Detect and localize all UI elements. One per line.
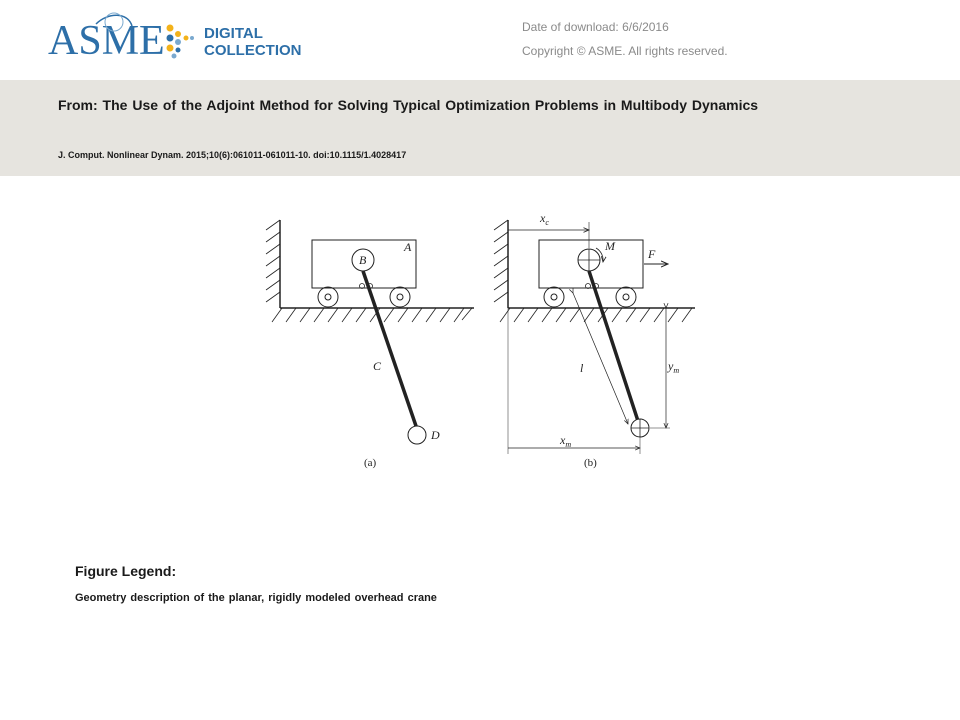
- figure-legend-title: Figure Legend:: [75, 563, 177, 579]
- logo-dots-icon: [166, 24, 194, 59]
- panel-a-labels: A B C D: [359, 240, 440, 442]
- caption-a: (a): [364, 457, 377, 469]
- label-xm: xm: [559, 433, 571, 449]
- crane-figure: A B C D (a): [265, 211, 695, 469]
- label-ym: ym: [667, 359, 679, 375]
- label-d: D: [430, 428, 440, 442]
- asme-digital-collection-logo: ASME DIGITAL COLLECTION: [48, 12, 302, 64]
- article-info-band: [0, 80, 960, 176]
- copyright-notice: Copyright © ASME. All rights reserved.: [522, 44, 728, 58]
- figure-legend-text: Geometry description of the planar, rigi…: [75, 592, 437, 604]
- logo-collection-text: COLLECTION: [204, 42, 302, 59]
- label-a: A: [403, 240, 412, 254]
- label-f: F: [647, 247, 656, 261]
- label-l: l: [580, 361, 584, 375]
- article-title: From: The Use of the Adjoint Method for …: [58, 97, 759, 113]
- article-citation: J. Comput. Nonlinear Dynam. 2015;10(6):0…: [58, 150, 407, 160]
- label-xc: xc: [539, 211, 549, 227]
- logo-digital-text: DIGITAL: [204, 25, 263, 42]
- download-date: Date of download: 6/6/2016: [522, 20, 669, 34]
- panel-b-labels: xc M F l ym xm: [539, 211, 679, 449]
- panel-a: [265, 219, 474, 445]
- label-c: C: [373, 359, 382, 373]
- caption-b: (b): [584, 457, 597, 469]
- panel-b: [493, 219, 695, 454]
- label-m: M: [604, 239, 616, 253]
- label-b: B: [359, 253, 367, 267]
- asme-logo-text: ASME: [48, 18, 165, 64]
